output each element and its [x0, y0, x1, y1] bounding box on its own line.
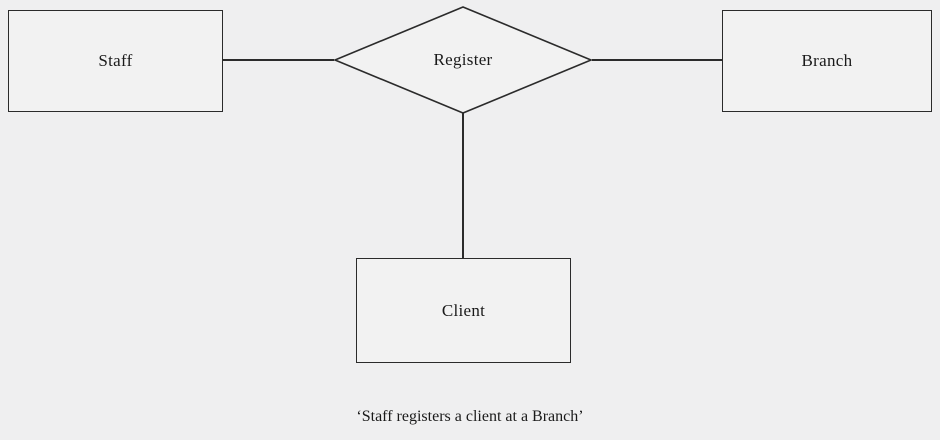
entity-client[interactable]: Client	[356, 258, 571, 363]
diamond-shape-icon	[332, 6, 594, 114]
entity-branch[interactable]: Branch	[722, 10, 932, 112]
connection-register-branch	[592, 59, 722, 61]
diagram-caption: ‘Staff registers a client at a Branch’	[356, 408, 584, 425]
connection-staff-register	[223, 59, 334, 61]
entity-branch-label: Branch	[801, 51, 853, 70]
entity-staff[interactable]: Staff	[8, 10, 223, 112]
connection-register-client	[462, 108, 464, 258]
entity-staff-label: Staff	[98, 51, 133, 70]
relationship-register-label: Register	[433, 50, 493, 69]
relationship-register[interactable]: Register	[332, 5, 594, 115]
entity-client-label: Client	[441, 300, 486, 320]
